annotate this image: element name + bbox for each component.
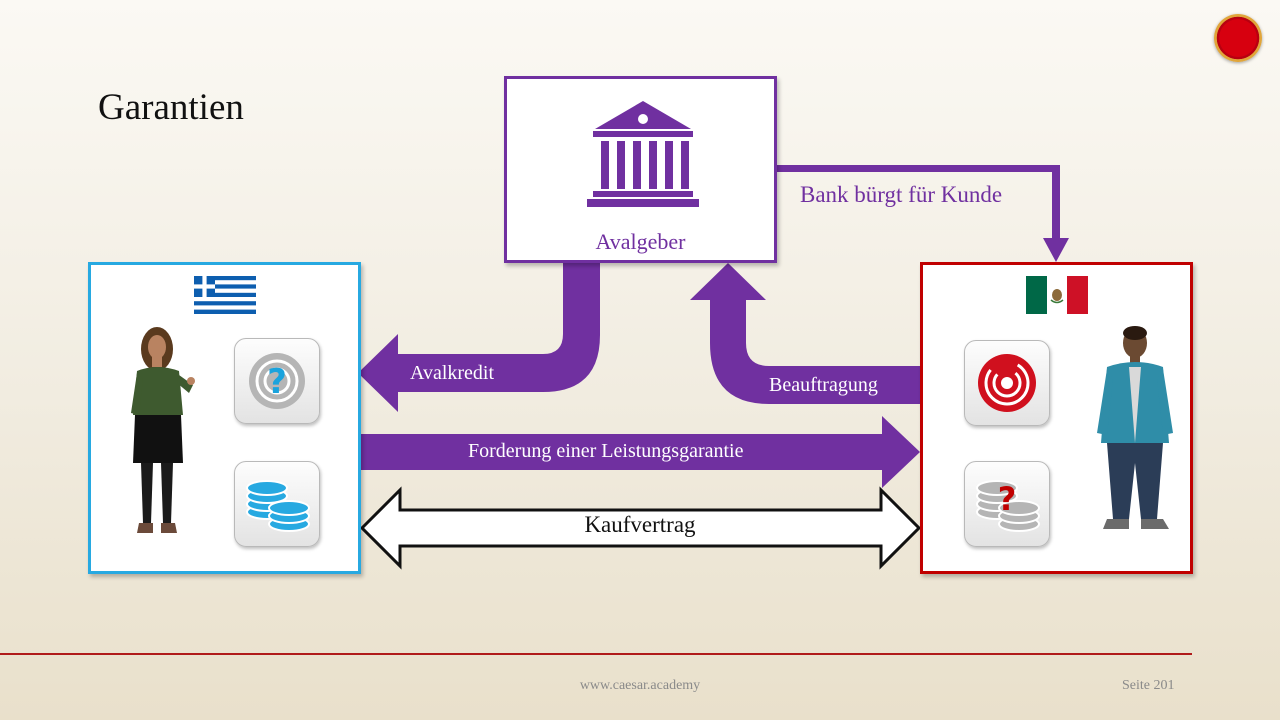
footer-divider xyxy=(0,653,1192,655)
forderung-arrow xyxy=(361,416,920,488)
record-disc-icon xyxy=(978,354,1036,412)
question-disc-icon: ? xyxy=(249,353,305,409)
slide-title: Garantien xyxy=(98,87,244,128)
question-disc-tile: ? xyxy=(234,338,320,424)
forderung-label: Forderung einer Leistungsgarantie xyxy=(468,440,744,462)
avalkredit-arrow xyxy=(358,263,600,412)
buyer-box: ? xyxy=(88,262,361,574)
coins-icon xyxy=(246,480,310,532)
footer-url: www.caesar.academy xyxy=(579,678,701,693)
bank-building-icon xyxy=(587,101,699,207)
svg-text:?: ? xyxy=(267,362,287,402)
seller-man-figure xyxy=(1097,326,1173,529)
mexico-flag-icon xyxy=(1026,276,1088,314)
seller-box: ? xyxy=(920,262,1193,574)
beauftragung-label: Beauftragung xyxy=(769,374,878,396)
coins-tile xyxy=(234,461,320,547)
avalgeber-box: Avalgeber xyxy=(504,76,777,263)
kaufvertrag-arrow xyxy=(359,486,922,570)
svg-text:?: ? xyxy=(998,480,1017,518)
bank-buergt-arrow xyxy=(777,165,1069,262)
coins-question-tile: ? xyxy=(964,461,1050,547)
page-number: Seite 201 xyxy=(1122,678,1175,693)
caesar-academy-logo xyxy=(1214,14,1262,62)
buyer-woman-figure xyxy=(131,327,195,533)
avalkredit-label: Avalkredit xyxy=(410,362,495,384)
avalgeber-label: Avalgeber xyxy=(595,229,686,254)
record-disc-tile xyxy=(964,340,1050,426)
beauftragung-arrow xyxy=(690,263,920,404)
bank-buergt-label: Bank bürgt für Kunde xyxy=(800,182,1003,207)
coins-question-icon: ? xyxy=(976,480,1040,532)
kaufvertrag-label: Kaufvertrag xyxy=(584,512,696,537)
greece-flag-icon xyxy=(194,276,256,314)
